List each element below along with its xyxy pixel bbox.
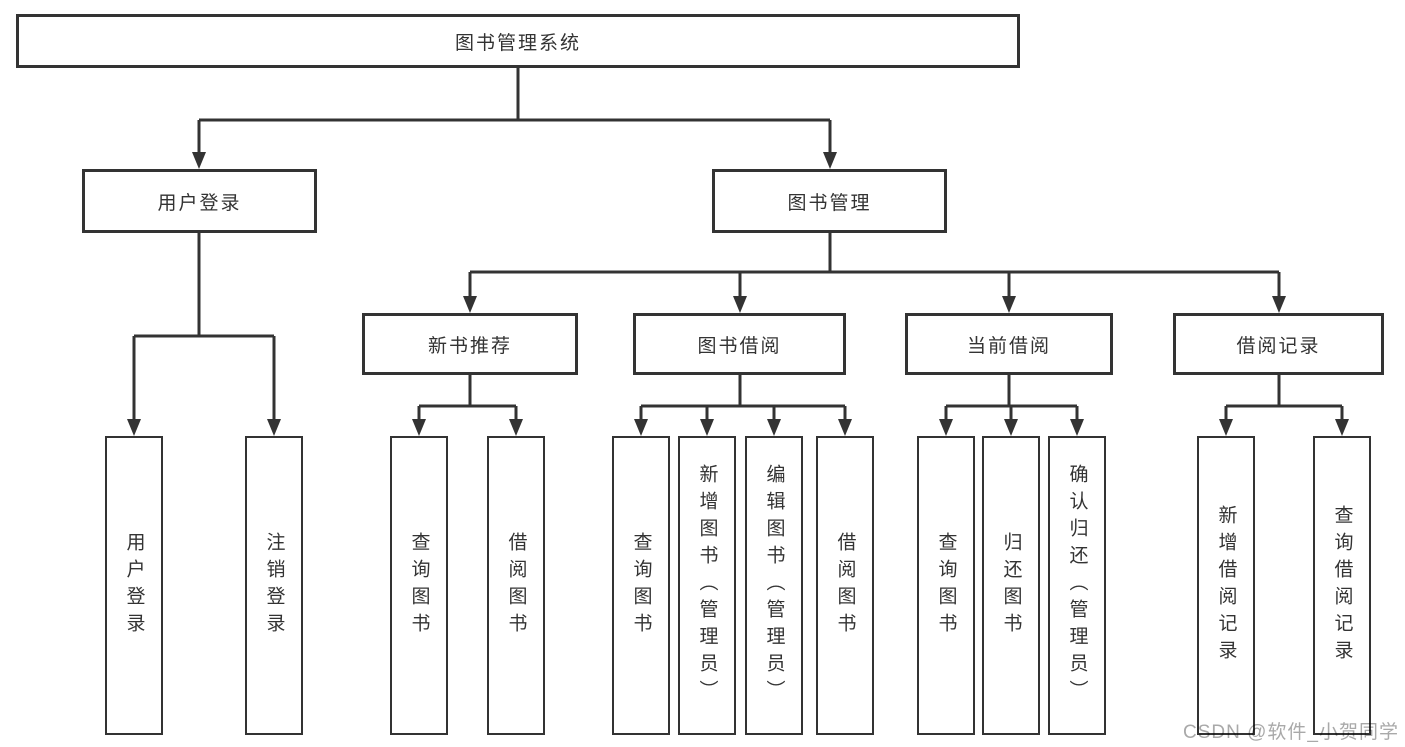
leaf-borrow-books: 借阅图书 — [816, 436, 874, 735]
node-label: 查询图书 — [935, 531, 957, 640]
node-label: 图书管理 — [787, 192, 872, 214]
leaf-borrow-books-recommend: 借阅图书 — [487, 436, 545, 735]
leaf-query-books-current: 查询图书 — [917, 436, 975, 735]
node-label: 新增图书（管理员） — [696, 464, 718, 707]
node-user-login: 用户登录 — [82, 169, 317, 233]
leaf-confirm-return-admin: 确认归还（管理员） — [1048, 436, 1106, 735]
node-library-management-system: 图书管理系统 — [16, 14, 1020, 68]
node-label: 编辑图书（管理员） — [763, 464, 785, 707]
leaf-add-borrow-record: 新增借阅记录 — [1197, 436, 1255, 735]
leaf-logout: 注销登录 — [245, 436, 303, 735]
node-label: 查询图书 — [630, 531, 652, 640]
connector-borrow-records-to-leaves — [1219, 375, 1349, 436]
node-label: 确认归还（管理员） — [1066, 464, 1088, 707]
leaf-query-books-recommend: 查询图书 — [390, 436, 448, 735]
csdn-watermark: CSDN @软件_小贺同学 — [1183, 722, 1399, 743]
node-current-borrow: 当前借阅 — [905, 313, 1113, 375]
leaf-query-borrow-record: 查询借阅记录 — [1313, 436, 1371, 735]
leaf-add-books-admin: 新增图书（管理员） — [678, 436, 736, 735]
node-label: 新增借阅记录 — [1215, 504, 1237, 667]
connector-new-book-recommend-to-leaves — [412, 375, 523, 436]
node-label: 用户登录 — [123, 531, 145, 640]
connector-user-login-to-leaves — [127, 233, 281, 436]
node-new-book-recommend: 新书推荐 — [362, 313, 578, 375]
node-label: 借阅记录 — [1236, 335, 1321, 357]
leaf-query-books-borrow: 查询图书 — [612, 436, 670, 735]
node-label: 图书管理系统 — [454, 32, 581, 54]
node-label: 新书推荐 — [427, 335, 512, 357]
connector-book-management-to-level3 — [463, 233, 1286, 313]
node-label: 查询图书 — [408, 531, 430, 640]
connector-book-borrow-to-leaves — [634, 375, 852, 436]
node-label: 用户登录 — [157, 192, 242, 214]
leaf-return-books: 归还图书 — [982, 436, 1040, 735]
node-label: 借阅图书 — [834, 531, 856, 640]
node-label: 注销登录 — [263, 531, 285, 640]
node-book-borrow: 图书借阅 — [633, 313, 846, 375]
node-borrow-records: 借阅记录 — [1173, 313, 1384, 375]
node-label: 借阅图书 — [505, 531, 527, 640]
node-label: 图书借阅 — [697, 335, 782, 357]
connector-current-borrow-to-leaves — [939, 375, 1084, 436]
node-label: 当前借阅 — [966, 335, 1051, 357]
node-book-management: 图书管理 — [712, 169, 947, 233]
connector-root-to-level2 — [192, 68, 837, 169]
node-label: 查询借阅记录 — [1331, 504, 1353, 667]
leaf-edit-books-admin: 编辑图书（管理员） — [745, 436, 803, 735]
node-label: 归还图书 — [1000, 531, 1022, 640]
leaf-user-login: 用户登录 — [105, 436, 163, 735]
